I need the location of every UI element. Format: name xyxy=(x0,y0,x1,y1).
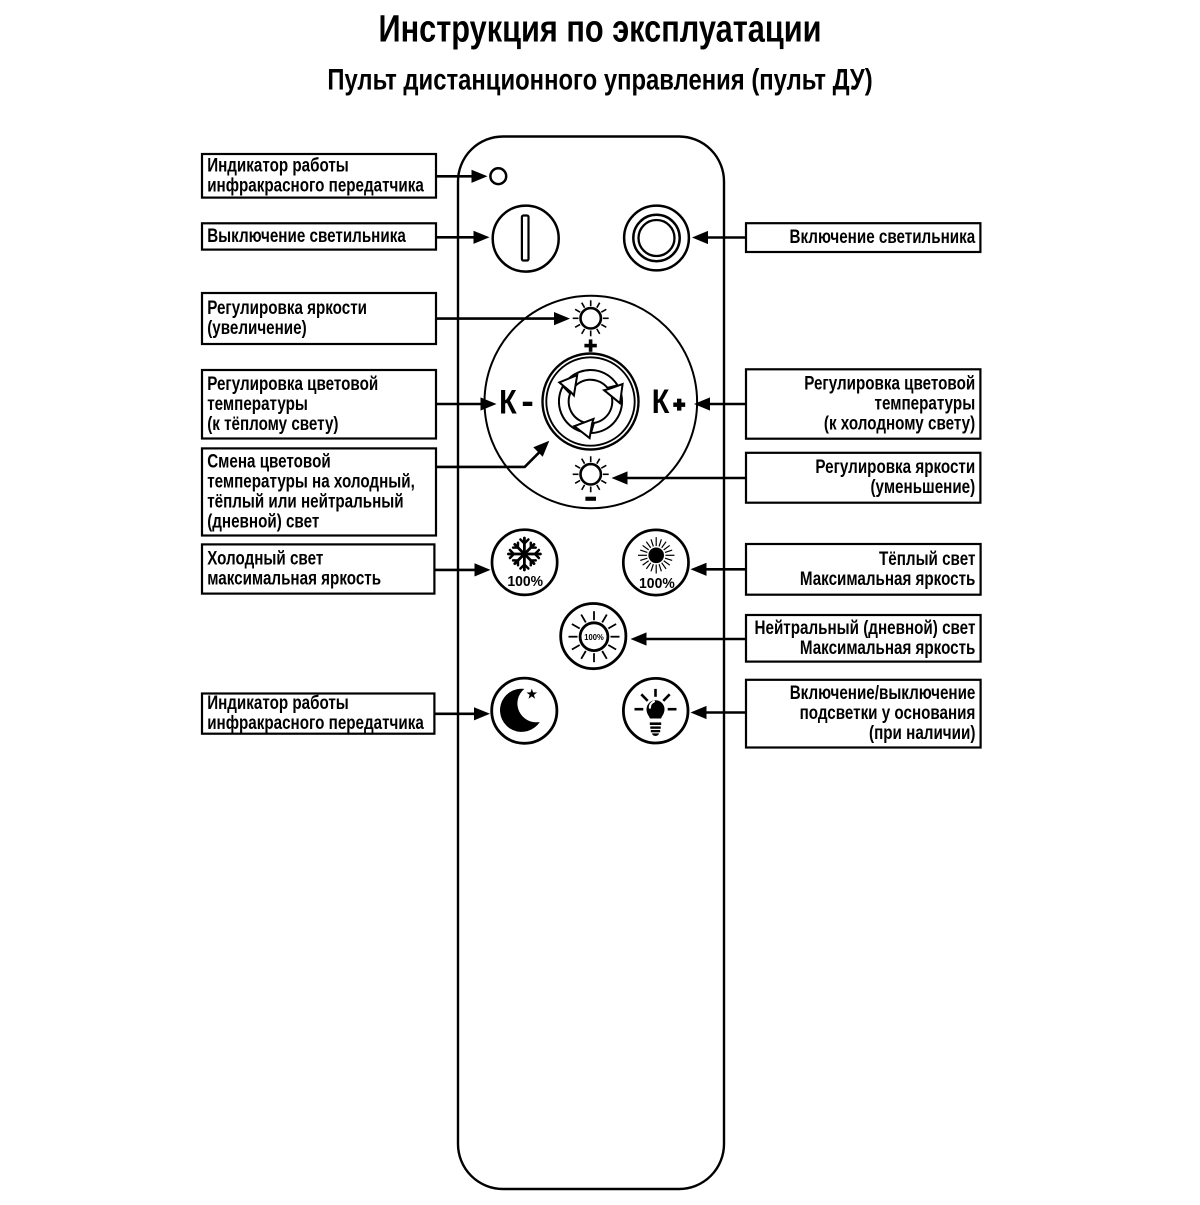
svg-text:температуры: температуры xyxy=(875,394,976,415)
svg-text:Максимальная яркость: Максимальная яркость xyxy=(800,569,976,590)
svg-text:Тёплый свет: Тёплый свет xyxy=(879,549,975,570)
svg-text:максимальная яркость: максимальная яркость xyxy=(207,569,381,590)
svg-text:(к тёплому свету): (к тёплому свету) xyxy=(207,414,338,435)
svg-text:Инструкция по эксплуатации: Инструкция по эксплуатации xyxy=(379,8,822,51)
svg-text:(дневной) свет: (дневной) свет xyxy=(207,512,319,533)
svg-text:(при наличии): (при наличии) xyxy=(869,723,975,744)
svg-text:Регулировка яркости: Регулировка яркости xyxy=(207,298,367,319)
svg-text:температуры: температуры xyxy=(207,394,308,415)
svg-text:К: К xyxy=(652,383,670,421)
svg-text:Максимальная яркость: Максимальная яркость xyxy=(800,638,976,659)
svg-text:температуры на холодный,: температуры на холодный, xyxy=(207,471,415,492)
svg-text:Смена цветовой: Смена цветовой xyxy=(207,451,331,472)
svg-text:Включение светильника: Включение светильника xyxy=(790,227,976,248)
svg-text:тёплый или нейтральный: тёплый или нейтральный xyxy=(207,491,403,512)
svg-text:Индикатор работы: Индикатор работы xyxy=(207,155,349,176)
svg-text:Холодный свет: Холодный свет xyxy=(207,549,323,570)
svg-text:Включение/выключение: Включение/выключение xyxy=(790,683,976,704)
svg-text:Регулировка цветовой: Регулировка цветовой xyxy=(804,374,975,395)
svg-text:(уменьшение): (уменьшение) xyxy=(871,477,976,498)
svg-text:100%: 100% xyxy=(584,632,604,642)
svg-text:К: К xyxy=(499,383,517,421)
svg-text:Регулировка цветовой: Регулировка цветовой xyxy=(207,374,378,395)
svg-text:Выключение светильника: Выключение светильника xyxy=(207,226,406,247)
svg-text:Индикатор работы: Индикатор работы xyxy=(207,693,349,714)
svg-text:100%: 100% xyxy=(639,576,675,592)
svg-text:Пульт дистанционного управлени: Пульт дистанционного управления (пульт Д… xyxy=(327,63,872,96)
svg-text:100%: 100% xyxy=(507,574,543,590)
svg-text:инфракрасного передатчика: инфракрасного передатчика xyxy=(207,713,424,734)
svg-text:(увеличение): (увеличение) xyxy=(207,318,307,339)
svg-text:Регулировка яркости: Регулировка яркости xyxy=(815,457,975,478)
svg-text:инфракрасного передатчика: инфракрасного передатчика xyxy=(207,175,424,196)
svg-text:(к холодному свету): (к холодному свету) xyxy=(824,414,975,435)
svg-text:подсветки у основания: подсветки у основания xyxy=(800,703,976,724)
svg-text:Нейтральный (дневной) свет: Нейтральный (дневной) свет xyxy=(755,618,976,639)
